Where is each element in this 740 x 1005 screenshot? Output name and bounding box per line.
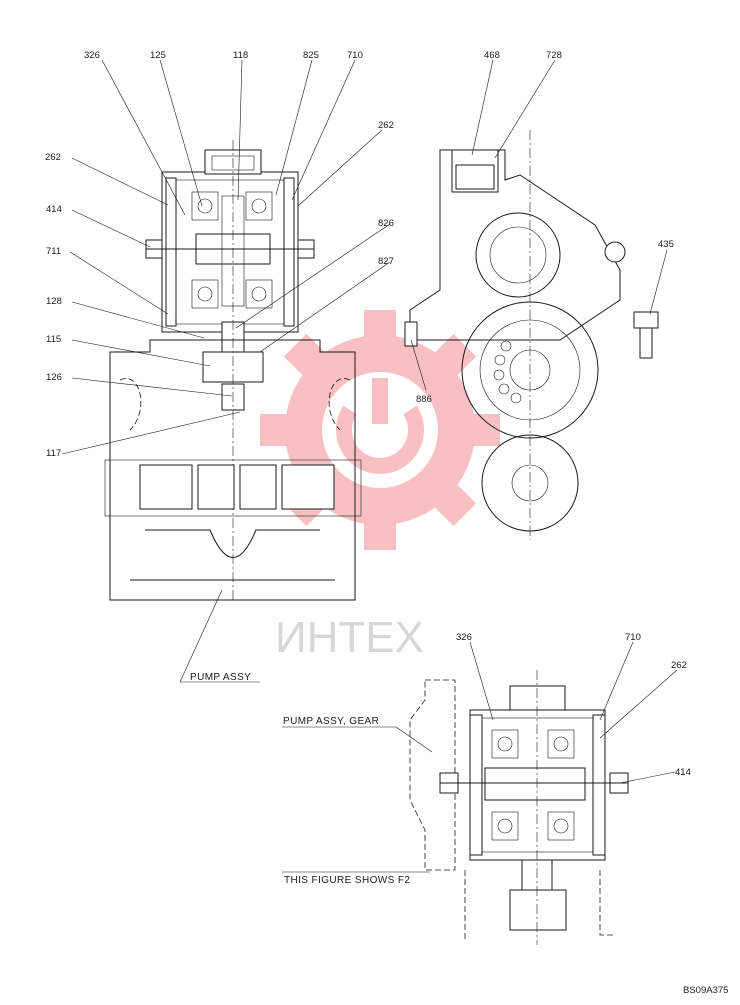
caption-pump-assy-gear: PUMP ASSY, GEAR bbox=[283, 716, 379, 727]
callout-125: 125 bbox=[150, 50, 166, 61]
drawing-code: BS09A375 bbox=[683, 985, 728, 996]
bearing-ball-icon bbox=[493, 340, 522, 404]
leader-lines bbox=[61, 59, 678, 873]
detail-view-callouts: 326 710 262 414 bbox=[456, 632, 691, 778]
detail-view bbox=[409, 670, 629, 945]
main-section-view bbox=[104, 140, 362, 601]
callout-117: 117 bbox=[46, 448, 61, 459]
callout-126: 126 bbox=[46, 372, 62, 383]
callout-262-left: 262 bbox=[45, 152, 61, 163]
callout-886: 886 bbox=[416, 394, 432, 405]
callout-118: 118 bbox=[233, 50, 248, 61]
callout-710: 710 bbox=[347, 50, 363, 61]
main-view-callouts: 326 125 118 825 710 262 262 414 711 826 … bbox=[45, 50, 394, 459]
callout-825: 825 bbox=[303, 50, 319, 61]
callout-710-detail: 710 bbox=[625, 632, 641, 643]
side-view-callouts: 468 728 435 886 bbox=[416, 50, 674, 405]
callout-262-right: 262 bbox=[378, 120, 394, 131]
side-view bbox=[404, 130, 659, 540]
callout-728: 728 bbox=[546, 50, 562, 61]
callout-262-detail: 262 bbox=[671, 660, 687, 671]
callout-326-detail: 326 bbox=[456, 632, 472, 643]
callout-827: 827 bbox=[378, 256, 394, 267]
callout-711: 711 bbox=[46, 246, 61, 257]
callout-826: 826 bbox=[378, 218, 394, 229]
callout-435: 435 bbox=[658, 239, 674, 250]
caption-figure-note: THIS FIGURE SHOWS F2 bbox=[284, 875, 410, 886]
callout-414-detail: 414 bbox=[675, 767, 691, 778]
callout-414: 414 bbox=[46, 204, 62, 215]
caption-pump-assy: PUMP ASSY bbox=[190, 672, 251, 683]
bearing-icon bbox=[191, 191, 273, 309]
callout-326: 326 bbox=[84, 50, 100, 61]
callout-128: 128 bbox=[46, 296, 62, 307]
callout-115: 115 bbox=[46, 334, 61, 345]
watermark-text: ИНТЕХ bbox=[275, 613, 424, 662]
callout-468: 468 bbox=[484, 50, 500, 61]
watermark-logo bbox=[260, 310, 500, 550]
